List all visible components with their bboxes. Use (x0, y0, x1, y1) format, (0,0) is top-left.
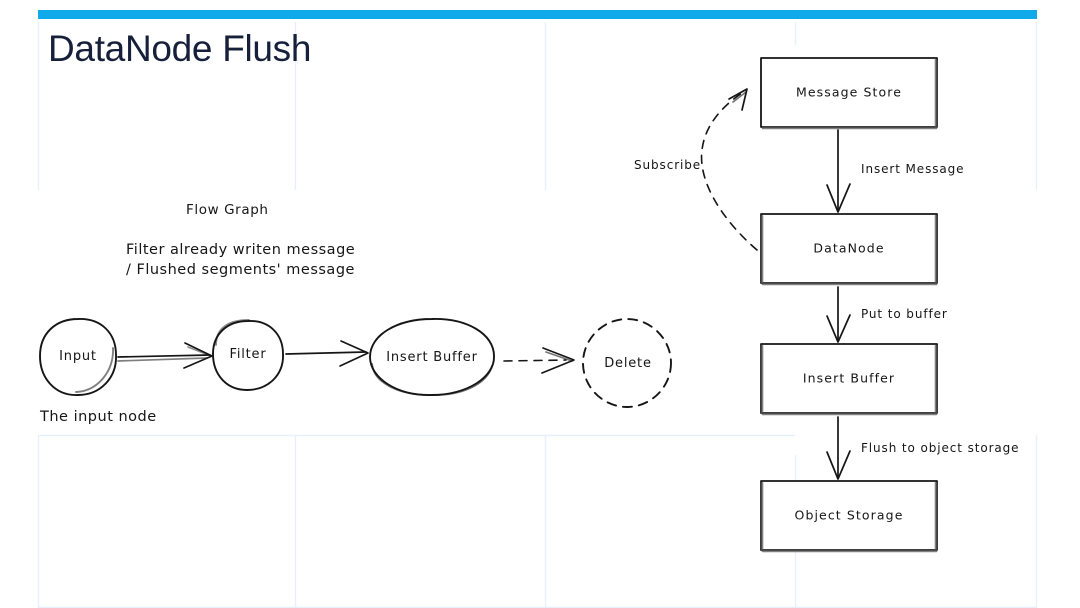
flow-node-filter-label[interactable]: Filter (229, 347, 267, 363)
pipeline-edge-subscribe (700, 88, 758, 251)
flow-node-input-shape (39, 318, 117, 396)
flow-node-filter-shape (212, 319, 284, 391)
pipeline-edge-insert-message-label: Insert Message (861, 162, 965, 176)
pipeline-edge-flush-to-object-storage-label: Flush to object storage (861, 441, 1020, 455)
pipeline-edge-flush-to-object-storage (826, 416, 851, 480)
flow-node-delete-shape (582, 318, 672, 408)
pipeline-edge-insert-message (826, 129, 851, 213)
flow-node-insert-buffer-shape (369, 318, 495, 396)
page-title: DataNode Flush (48, 28, 312, 69)
flow-graph-annotation-line-2: / Flushed segments' message (126, 262, 355, 278)
flow-graph-caption: The input node (40, 409, 157, 425)
pipeline-box-message-store-label[interactable]: Message Store (795, 84, 903, 100)
flow-edge-input-filter (117, 342, 213, 369)
pipeline-box-message-store-shape (760, 57, 938, 130)
pipeline-box-object-storage-label[interactable]: Object Storage (794, 507, 904, 523)
pipeline-edge-subscribe-label: Subscribe (634, 158, 702, 172)
flow-node-input-label[interactable]: Input (59, 349, 97, 365)
pipeline-box-datanode-shape (760, 213, 938, 286)
pipeline-box-insert-buffer-label[interactable]: Insert Buffer (802, 370, 896, 386)
flow-node-delete-label[interactable]: Delete (604, 356, 652, 372)
pipeline-box-datanode-label[interactable]: DataNode (813, 240, 885, 256)
flow-node-insert-buffer-label[interactable]: Insert Buffer (386, 350, 478, 366)
pipeline-box-insert-buffer-shape (760, 343, 938, 416)
flow-edge-insertbuffer-delete (503, 347, 575, 374)
flow-edge-filter-insertbuffer (285, 340, 369, 367)
accent-bar (38, 10, 1037, 19)
flow-graph-annotation-line-1: Filter already writen message (126, 242, 356, 258)
flow-graph-heading: Flow Graph (186, 202, 269, 218)
pipeline-box-object-storage-shape (760, 480, 938, 553)
pipeline-edge-put-to-buffer (826, 286, 851, 343)
pipeline-edge-put-to-buffer-label: Put to buffer (861, 307, 948, 321)
